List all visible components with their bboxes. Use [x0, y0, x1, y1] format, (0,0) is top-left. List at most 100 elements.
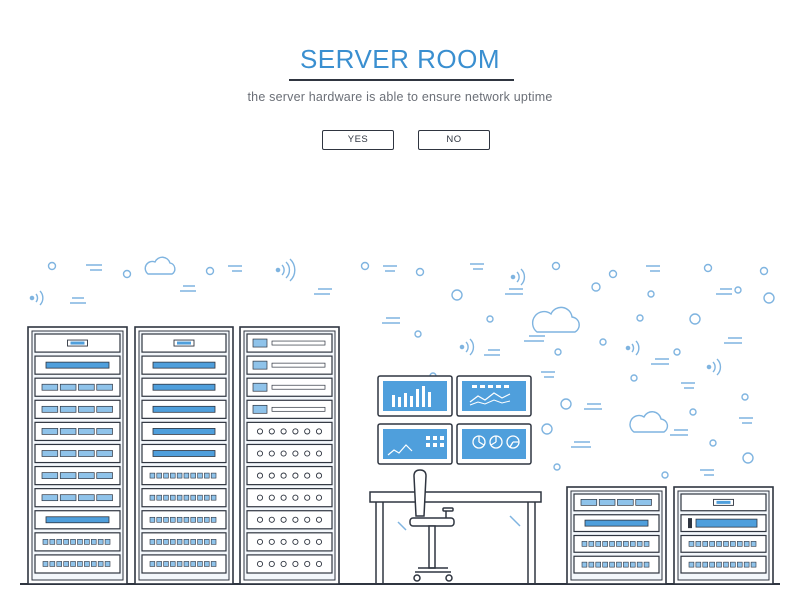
node-dot	[709, 439, 717, 447]
server-rack-3	[239, 326, 340, 585]
cloud-icon	[629, 411, 669, 433]
dash-mark	[681, 382, 695, 389]
dash-mark	[584, 403, 602, 410]
pie-chart-icon	[472, 435, 520, 449]
server-unit	[34, 465, 121, 486]
node-dot	[661, 471, 669, 479]
cloud-icon	[531, 306, 580, 333]
server-unit	[573, 493, 660, 512]
node-dot	[560, 398, 572, 410]
node-dot	[636, 314, 644, 322]
node-dot	[647, 290, 655, 298]
server-unit	[246, 510, 333, 530]
monitor-wall	[377, 375, 532, 465]
node-dot	[703, 263, 713, 273]
node-dot	[741, 393, 749, 401]
dash-mark	[70, 297, 86, 304]
dash-mark	[700, 469, 714, 476]
monitor-line-chart	[456, 375, 532, 417]
server-rack-1	[27, 326, 128, 585]
wifi-signal-icon	[625, 340, 640, 356]
wifi-signal-icon	[706, 358, 722, 376]
header: SERVER ROOM the server hardware is able …	[0, 0, 800, 160]
line-chart-icon	[469, 392, 511, 403]
sky-decorations	[29, 256, 775, 479]
node-dot	[553, 463, 561, 471]
node-dot	[742, 452, 754, 464]
node-dot	[551, 261, 561, 271]
node-dot	[47, 261, 57, 271]
wifi-signal-icon	[275, 258, 296, 282]
wifi-signal-icon	[459, 338, 475, 356]
dash-mark	[86, 264, 102, 271]
dash-mark	[228, 265, 242, 272]
dash-mark	[505, 288, 523, 295]
server-unit	[246, 554, 333, 574]
dash-mark	[739, 417, 753, 424]
desk	[369, 491, 542, 584]
dash-mark	[541, 371, 555, 378]
node-dot	[486, 315, 494, 323]
node-dot	[630, 374, 638, 382]
dash-mark	[571, 441, 591, 448]
dash-mark	[670, 429, 688, 436]
title-underline	[289, 79, 514, 81]
server-rack-2	[134, 326, 234, 585]
dash-mark	[484, 349, 500, 356]
monitor-pie-charts	[456, 423, 532, 465]
node-dot	[414, 330, 422, 338]
server-unit	[246, 443, 333, 464]
node-dot	[689, 408, 697, 416]
node-dot	[451, 289, 463, 301]
office-chair-icon	[409, 469, 455, 582]
node-dot	[759, 266, 769, 276]
server-unit	[34, 421, 121, 442]
yes-button[interactable]: YES	[322, 130, 394, 150]
no-button[interactable]: NO	[418, 130, 490, 150]
node-dot	[608, 269, 618, 279]
server-rack-5	[673, 486, 774, 585]
server-unit	[246, 532, 333, 552]
bar-chart-icon	[392, 386, 431, 407]
dash-mark	[724, 337, 742, 344]
page-title: SERVER ROOM	[299, 44, 501, 74]
server-unit	[246, 488, 333, 508]
dash-mark	[383, 265, 397, 272]
node-dot	[205, 266, 215, 276]
node-dot	[122, 269, 132, 279]
server-unit	[34, 377, 121, 397]
node-dot	[763, 292, 775, 304]
dash-mark	[651, 358, 669, 365]
dash-mark	[646, 265, 660, 272]
node-dot	[541, 423, 553, 435]
dash-mark	[180, 285, 196, 292]
dash-mark	[382, 317, 400, 324]
node-dot	[360, 261, 370, 271]
node-dot	[591, 282, 601, 292]
dash-mark	[716, 288, 732, 295]
node-dot	[599, 338, 607, 346]
page-subtitle: the server hardware is able to ensure ne…	[247, 90, 553, 104]
cloud-icon	[144, 256, 176, 275]
server-rack-4	[566, 486, 667, 585]
wifi-signal-icon	[29, 290, 44, 306]
node-dot	[734, 286, 742, 294]
node-dot	[415, 267, 425, 277]
server-unit	[34, 399, 121, 419]
node-dot	[554, 348, 562, 356]
server-unit	[246, 465, 333, 486]
node-dot	[689, 313, 701, 325]
server-unit	[246, 421, 333, 442]
server-unit	[34, 443, 121, 464]
server-unit	[34, 488, 121, 508]
wifi-signal-icon	[510, 268, 526, 286]
dash-mark	[314, 288, 332, 295]
dash-mark	[524, 335, 545, 342]
node-dot	[673, 348, 681, 356]
monitor-bar-chart	[377, 375, 453, 417]
monitor-dashboard	[377, 423, 453, 465]
line-chart-icon	[387, 444, 413, 456]
server-racks	[27, 326, 774, 585]
dash-mark	[470, 263, 484, 270]
